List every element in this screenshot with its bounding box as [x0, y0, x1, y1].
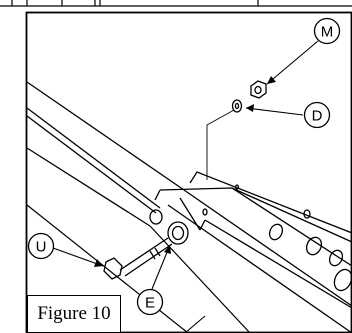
callout-d: D	[303, 101, 331, 129]
fasteners-top	[231, 80, 267, 113]
bushing	[149, 209, 189, 245]
leader-arrowheads	[94, 76, 276, 267]
callout-m: M	[313, 17, 341, 45]
callout-u: U	[27, 232, 55, 260]
callout-d-circle	[303, 101, 331, 129]
centerline	[206, 109, 235, 180]
figure-frame	[25, 11, 352, 333]
top-strip	[0, 0, 352, 7]
callout-u-label: U	[36, 239, 47, 256]
callout-e: E	[136, 288, 164, 316]
main-tube	[26, 81, 352, 333]
leader-lines	[52, 40, 319, 333]
callout-e-circle	[136, 288, 164, 316]
callout-u-circle	[27, 232, 55, 260]
callout-e-label: E	[145, 295, 155, 312]
callout-d-label: D	[312, 108, 323, 125]
figure-caption: Figure 10	[27, 295, 121, 333]
figure-caption-text: Figure 10	[37, 303, 111, 324]
bolt-u	[103, 237, 173, 280]
base-plate	[26, 204, 251, 333]
bracket-holes	[202, 184, 352, 292]
callout-m-label: M	[321, 24, 334, 41]
callout-m-circle	[313, 17, 341, 45]
bracket	[154, 171, 352, 309]
